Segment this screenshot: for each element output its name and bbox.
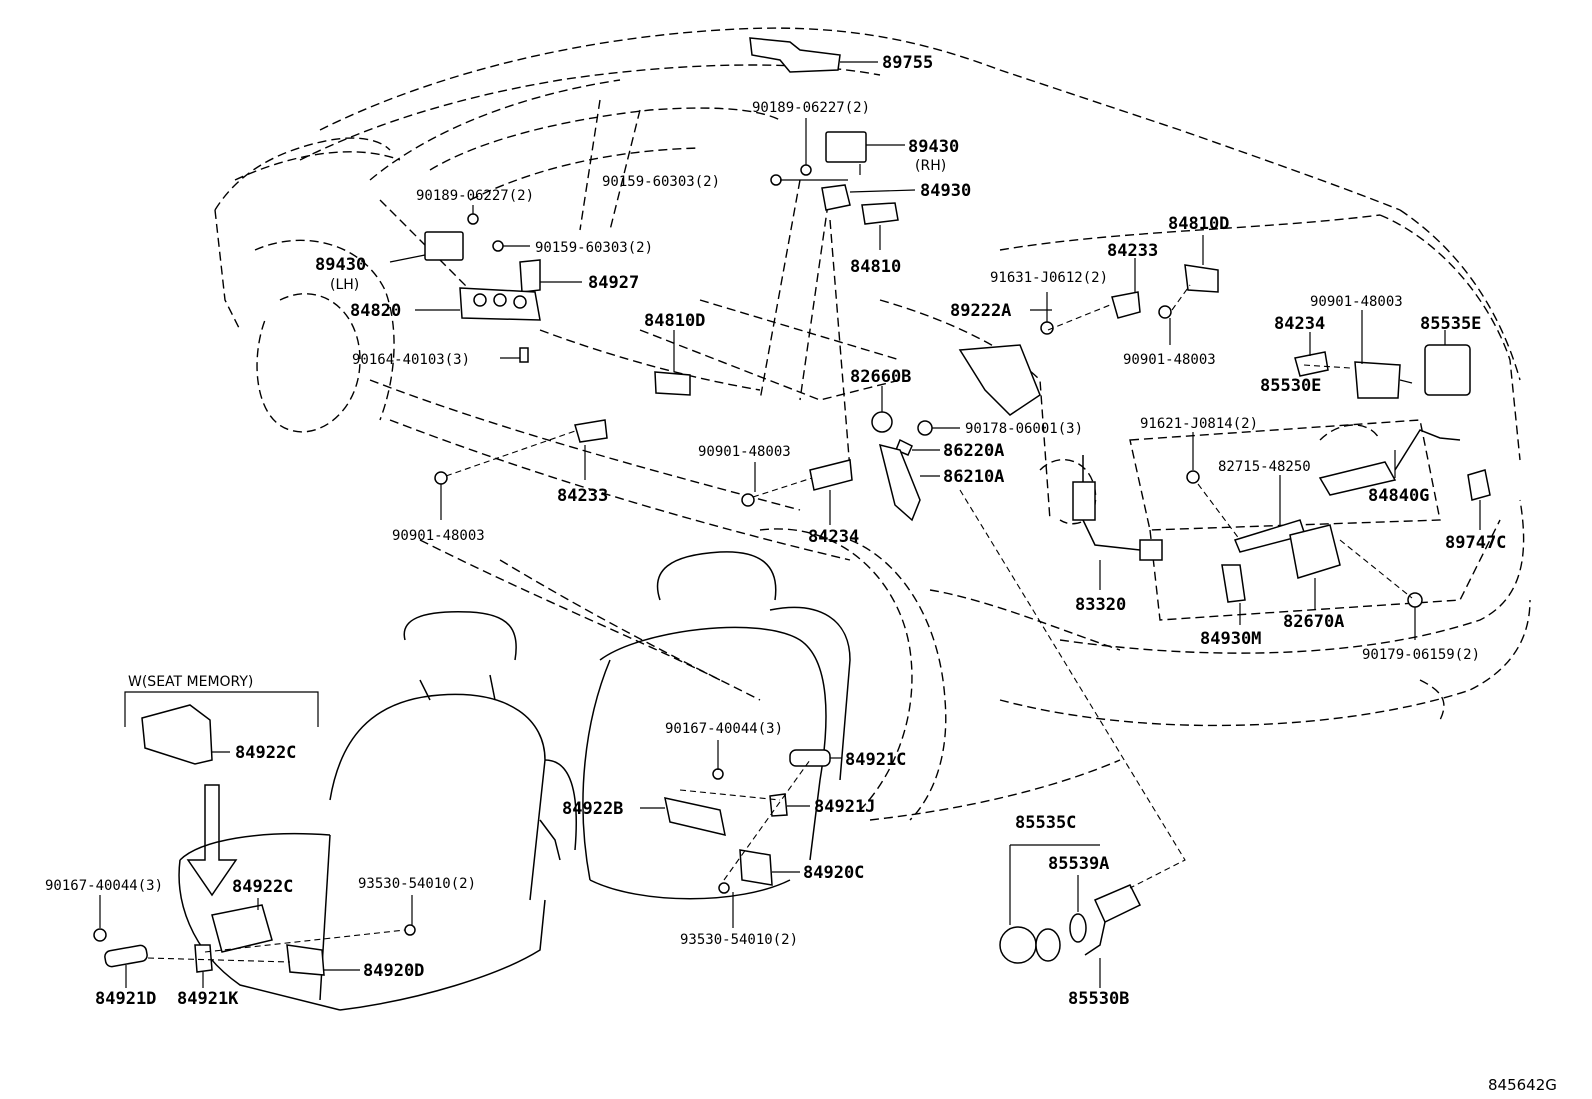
label-89222a: 89222A xyxy=(950,301,1011,321)
label-84234-right: 84234 xyxy=(1274,314,1325,334)
label-rh-note: (RH) xyxy=(915,158,946,174)
dashed-pointer-lines xyxy=(147,284,1413,963)
label-85535e: 85535E xyxy=(1420,314,1481,334)
label-86220a: 86220A xyxy=(943,441,1004,461)
label-89747c: 89747C xyxy=(1445,533,1506,553)
label-90179: 90179-06159(2) xyxy=(1362,647,1480,663)
label-82670a: 82670A xyxy=(1283,612,1344,632)
label-90167-left: 90167-40044(3) xyxy=(45,878,163,894)
label-83320: 83320 xyxy=(1075,595,1126,615)
vehicle-body-outline xyxy=(214,27,1531,821)
label-seat-memory-group: W(SEAT MEMORY) xyxy=(128,674,253,690)
label-84820: 84820 xyxy=(350,301,401,321)
label-85530e: 85530E xyxy=(1260,376,1321,396)
label-89430-lh: 89430 xyxy=(315,255,366,275)
leader-lines xyxy=(99,61,1481,988)
label-90159-left: 90159-60303(2) xyxy=(535,240,653,256)
label-84233-left: 84233 xyxy=(557,486,608,506)
label-90189-top: 90189-06227(2) xyxy=(752,100,870,116)
label-84921d: 84921D xyxy=(95,989,156,1009)
label-84810d-center: 84810D xyxy=(644,311,705,331)
label-90164: 90164-40103(3) xyxy=(352,352,470,368)
label-84922c-top: 84922C xyxy=(235,743,296,763)
label-91621: 91621-J0814(2) xyxy=(1140,416,1258,432)
label-90178: 90178-06001(3) xyxy=(965,421,1083,437)
label-86210a: 86210A xyxy=(943,467,1004,487)
label-93530-center: 93530-54010(2) xyxy=(680,932,798,948)
label-90901-center: 90901-48003 xyxy=(698,444,791,460)
label-84810: 84810 xyxy=(850,257,901,277)
label-84930: 84930 xyxy=(920,181,971,201)
seat-outlines xyxy=(178,551,851,1011)
label-84927: 84927 xyxy=(588,273,639,293)
label-90901-left: 90901-48003 xyxy=(392,528,485,544)
label-84233-right: 84233 xyxy=(1107,241,1158,261)
label-84921c: 84921C xyxy=(845,750,906,770)
label-85535c: 85535C xyxy=(1015,813,1076,833)
label-89430-rh: 89430 xyxy=(908,137,959,157)
label-90901-right1: 90901-48003 xyxy=(1310,294,1403,310)
label-85530b: 85530B xyxy=(1068,989,1129,1009)
label-84810d-right: 84810D xyxy=(1168,214,1229,234)
label-84920d: 84920D xyxy=(363,961,424,981)
label-lh-note: (LH) xyxy=(330,277,359,293)
label-84920c: 84920C xyxy=(803,863,864,883)
label-84930m: 84930M xyxy=(1200,629,1261,649)
parts xyxy=(93,37,1491,976)
label-90189-left: 90189-06227(2) xyxy=(416,188,534,204)
label-84840g: 84840G xyxy=(1368,486,1429,506)
label-89755: 89755 xyxy=(882,53,933,73)
label-84922c-bottom: 84922C xyxy=(232,877,293,897)
label-82660b: 82660B xyxy=(850,367,911,387)
diagram-code: 845642G xyxy=(1488,1076,1557,1094)
label-84921k: 84921K xyxy=(177,989,239,1009)
label-84921j: 84921J xyxy=(814,797,875,817)
label-82715: 82715-48250 xyxy=(1218,459,1311,475)
label-90167-center: 90167-40044(3) xyxy=(665,721,783,737)
label-90901-right2: 90901-48003 xyxy=(1123,352,1216,368)
part-labels: 89755 90189-06227(2) 89430 (RH) 90159-60… xyxy=(45,53,1557,1094)
label-85539a: 85539A xyxy=(1048,854,1109,874)
label-84922b: 84922B xyxy=(562,799,623,819)
label-84234-center: 84234 xyxy=(808,527,859,547)
label-91631: 91631-J0612(2) xyxy=(990,270,1108,286)
label-90159-top: 90159-60303(2) xyxy=(602,174,720,190)
label-93530-left: 93530-54010(2) xyxy=(358,876,476,892)
